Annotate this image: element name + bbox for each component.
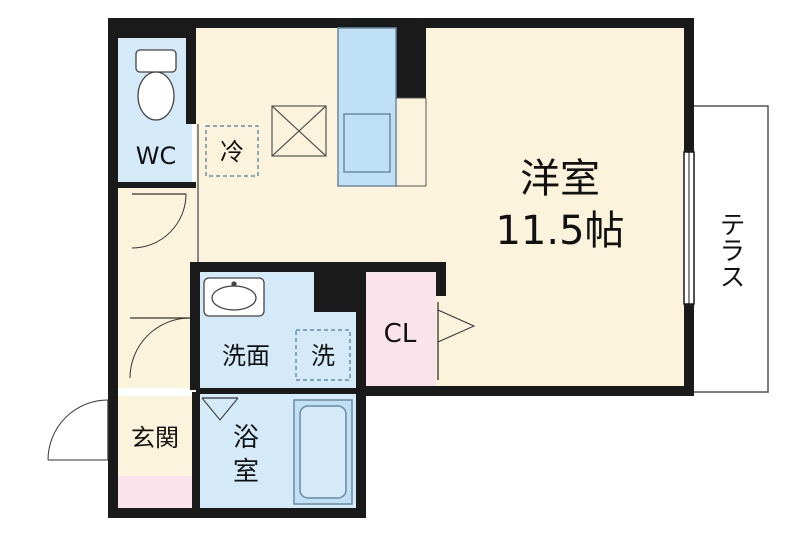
bathtub <box>293 399 353 505</box>
entrance-floor <box>118 396 192 476</box>
doors <box>47 193 476 461</box>
hall-floor <box>118 186 196 388</box>
vent-box <box>271 105 327 157</box>
terrace-label: テラス <box>715 211 745 289</box>
window-right <box>683 151 695 305</box>
washer-space <box>295 329 351 381</box>
terrace-area <box>691 105 769 393</box>
entrance-step <box>118 476 192 508</box>
bath-label-line1: 浴 <box>233 423 259 453</box>
fridge-label: 冷 <box>220 138 244 166</box>
washer-label: 洗 <box>311 342 335 370</box>
main-room-label: 洋室 <box>520 156 600 202</box>
bath-label-line2: 室 <box>233 457 259 487</box>
washbasin <box>203 277 265 317</box>
washroom-label: 洗面 <box>222 342 270 370</box>
wc-label: WC <box>136 142 177 170</box>
fridge-space <box>205 125 259 177</box>
toilet <box>135 49 177 121</box>
main-room-size: 11.5帖 <box>495 208 624 254</box>
kitchen-counter <box>337 27 427 187</box>
entrance-label: 玄関 <box>131 424 179 452</box>
closet-label: CL <box>384 319 417 349</box>
closet-floor <box>366 272 436 386</box>
